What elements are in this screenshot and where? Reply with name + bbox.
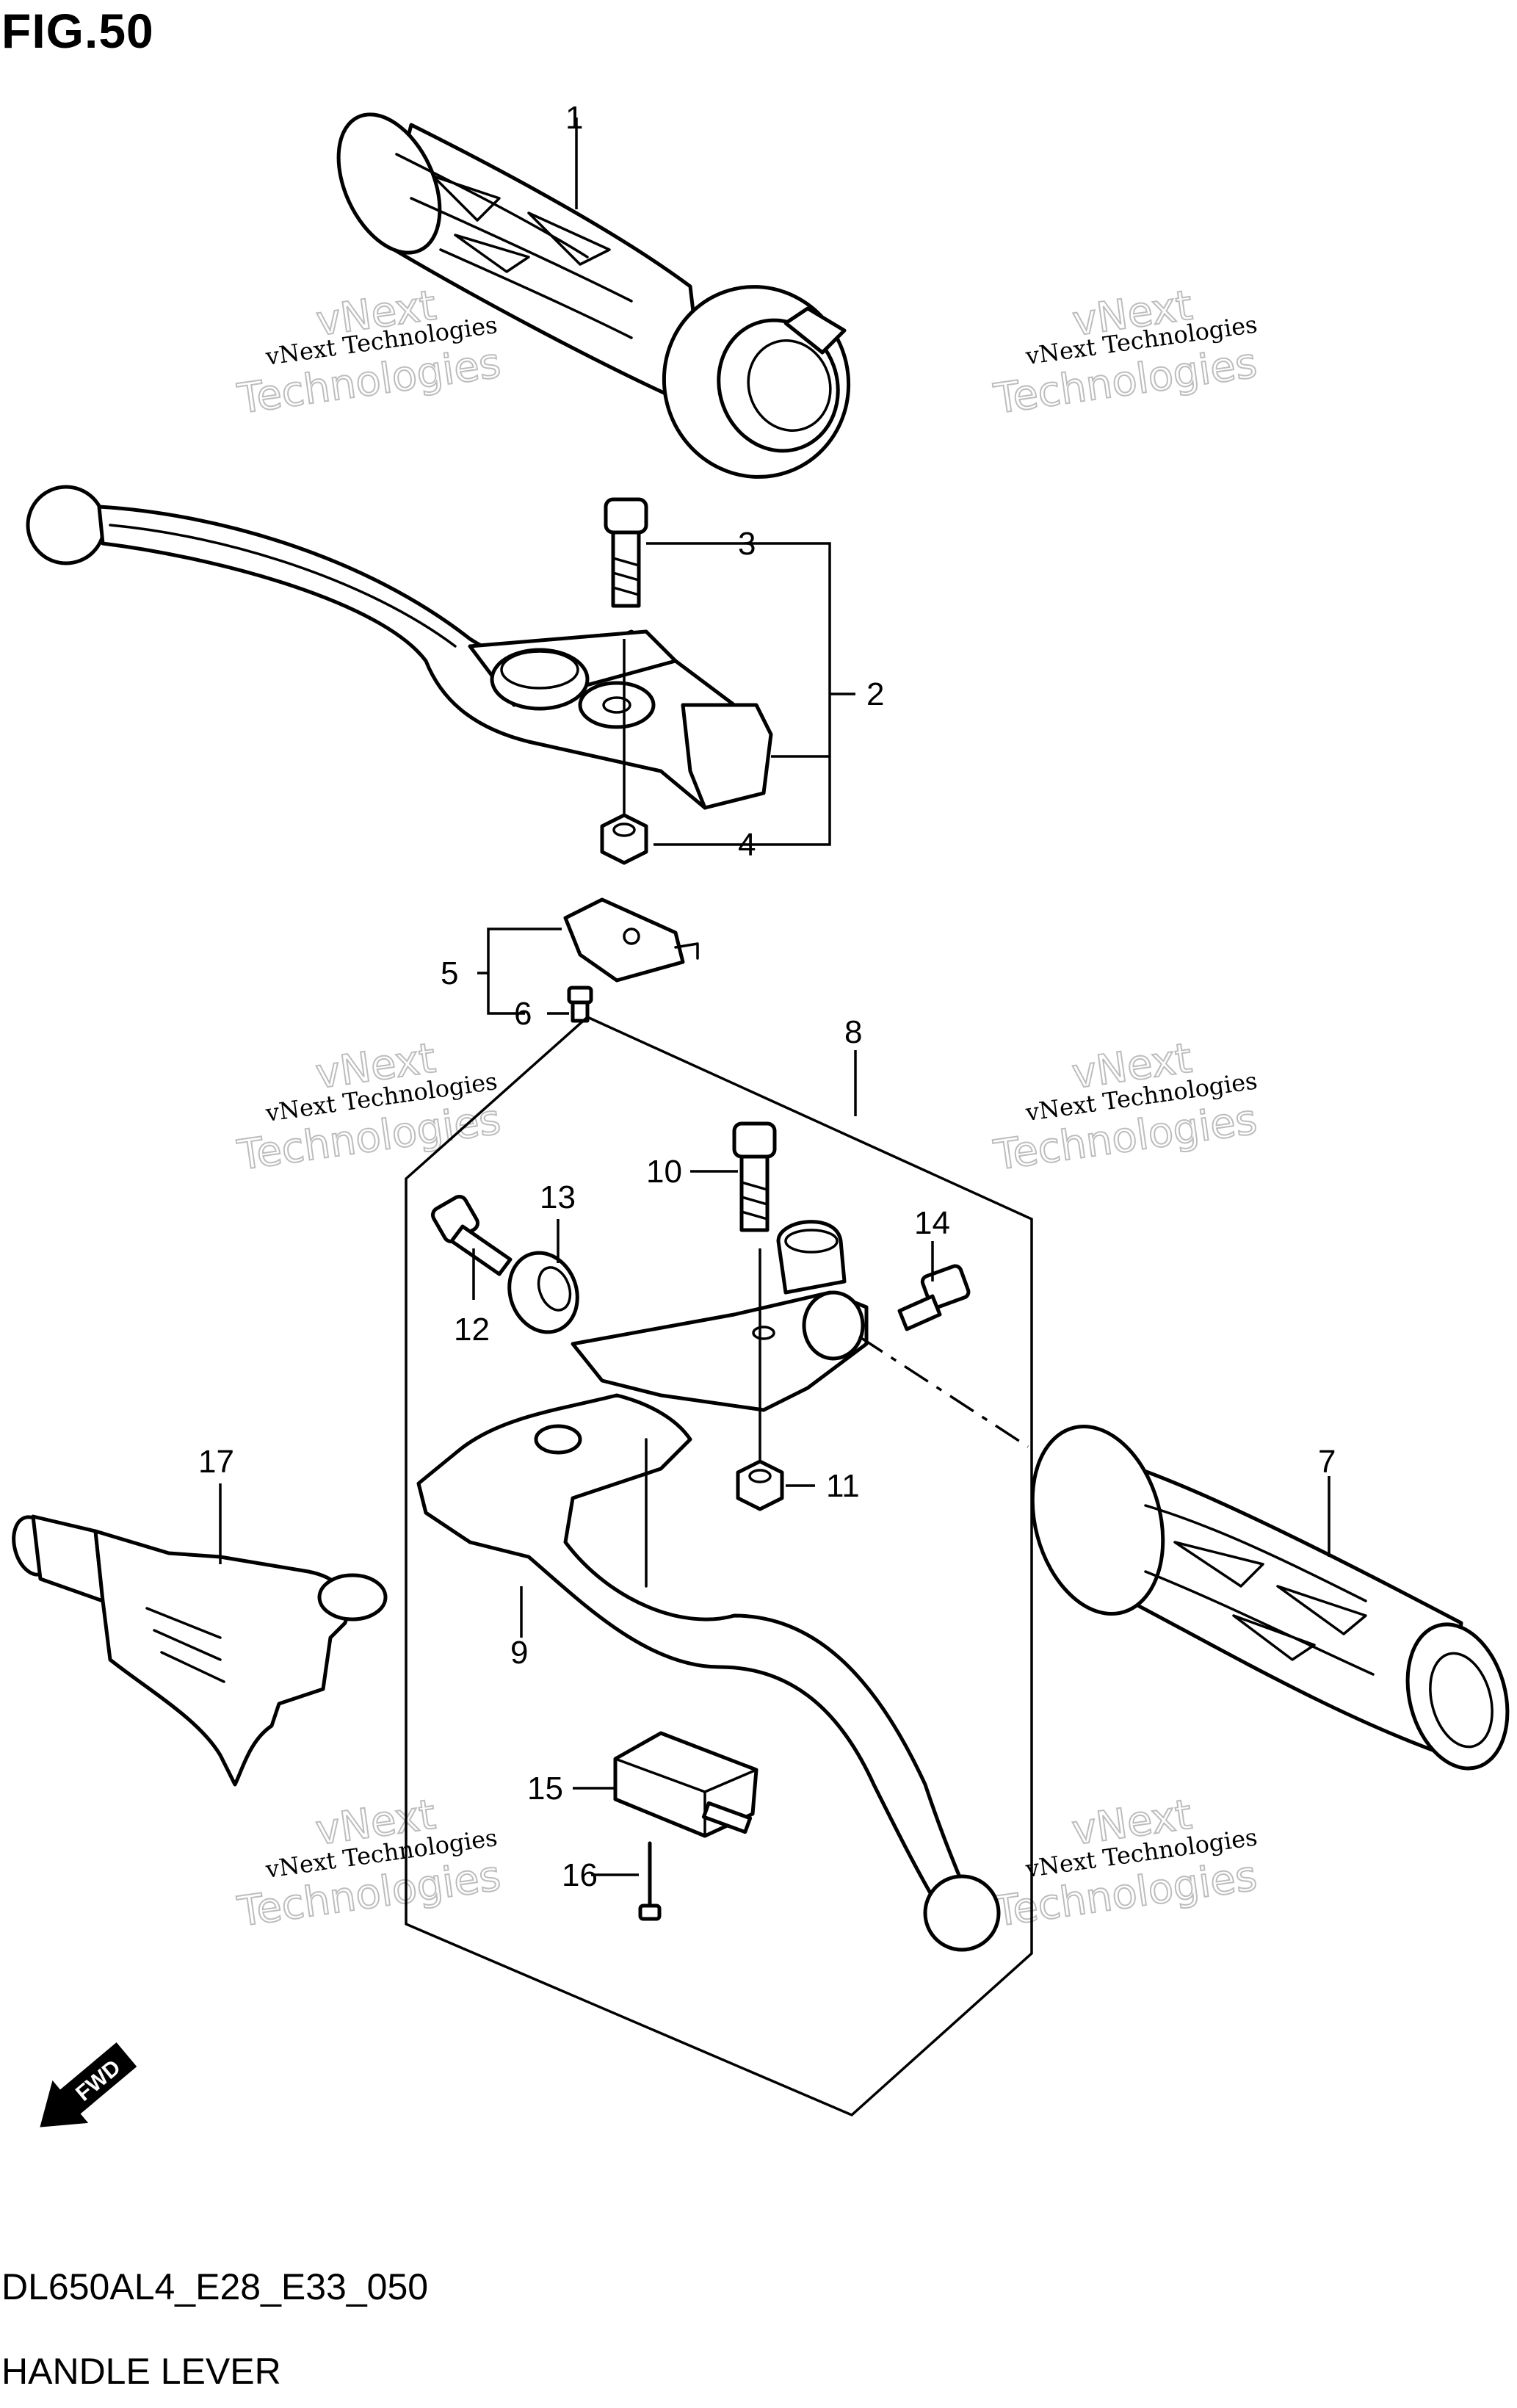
watermark-group: vNext Technologies vNext Technologies — [990, 1034, 1260, 1181]
screw-part-6 — [567, 986, 593, 1023]
callout-8: 8 — [844, 1014, 862, 1050]
callout-14: 14 — [914, 1205, 950, 1241]
callout-1: 1 — [565, 100, 583, 136]
bolt-part-14 — [897, 1264, 971, 1331]
collar-part-13 — [507, 1251, 579, 1334]
left-grip — [1030, 1425, 1510, 1771]
assembly-box-outline — [405, 1015, 1033, 2117]
watermark-group: vNext Technologies vNext Technologies — [990, 281, 1260, 424]
axis-dash-line — [858, 1335, 1029, 1448]
callout-16: 16 — [562, 1857, 598, 1893]
callout-10: 10 — [646, 1154, 682, 1190]
callout-4: 4 — [738, 827, 756, 863]
callout-5: 5 — [441, 955, 458, 991]
watermark-group: vNext Technologies vNext Technologies — [990, 1790, 1260, 1937]
brake-lever — [26, 485, 773, 810]
watermark-group: vNext Technologies vNext Technologies — [233, 1790, 504, 1937]
nut-part-11 — [736, 1459, 784, 1511]
callout-2: 2 — [866, 676, 884, 712]
callout-9: 9 — [510, 1635, 528, 1671]
screw-part-16 — [638, 1841, 662, 1921]
fwd-arrow-icon: FWD — [40, 2042, 137, 2127]
lever-guard-part-17 — [12, 1514, 388, 1787]
watermark-group: vNext Technologies vNext Technologies — [233, 281, 504, 424]
clutch-switch-part-15 — [613, 1731, 758, 1838]
callout-7: 7 — [1318, 1444, 1336, 1480]
callout-17: 17 — [198, 1444, 234, 1480]
callout-13: 13 — [540, 1179, 576, 1215]
watermark-group: vNext Technologies vNext Technologies — [233, 1034, 504, 1181]
throttle-grip — [336, 112, 851, 479]
bolt-part-10 — [732, 1121, 777, 1232]
nut-part-4 — [600, 813, 648, 865]
brake-switch-part-5 — [563, 897, 699, 983]
callout-6: 6 — [514, 996, 532, 1032]
clutch-lever — [416, 1220, 1001, 1952]
leader-lines — [219, 117, 1330, 1876]
adjuster-part-12 — [431, 1195, 513, 1276]
bolt-part-3 — [604, 497, 648, 608]
figure-title: FIG.50 — [1, 4, 154, 58]
callout-3: 3 — [738, 526, 756, 562]
callout-11: 11 — [826, 1468, 860, 1504]
diagram-name: HANDLE LEVER — [1, 2351, 281, 2392]
callout-labels: 1 2 3 4 5 6 7 8 9 10 11 12 13 14 15 16 1… — [198, 100, 1336, 1893]
callout-15: 15 — [527, 1771, 563, 1807]
callout-12: 12 — [454, 1312, 490, 1348]
diagram-code: DL650AL4_E28_E33_050 — [1, 2266, 429, 2307]
